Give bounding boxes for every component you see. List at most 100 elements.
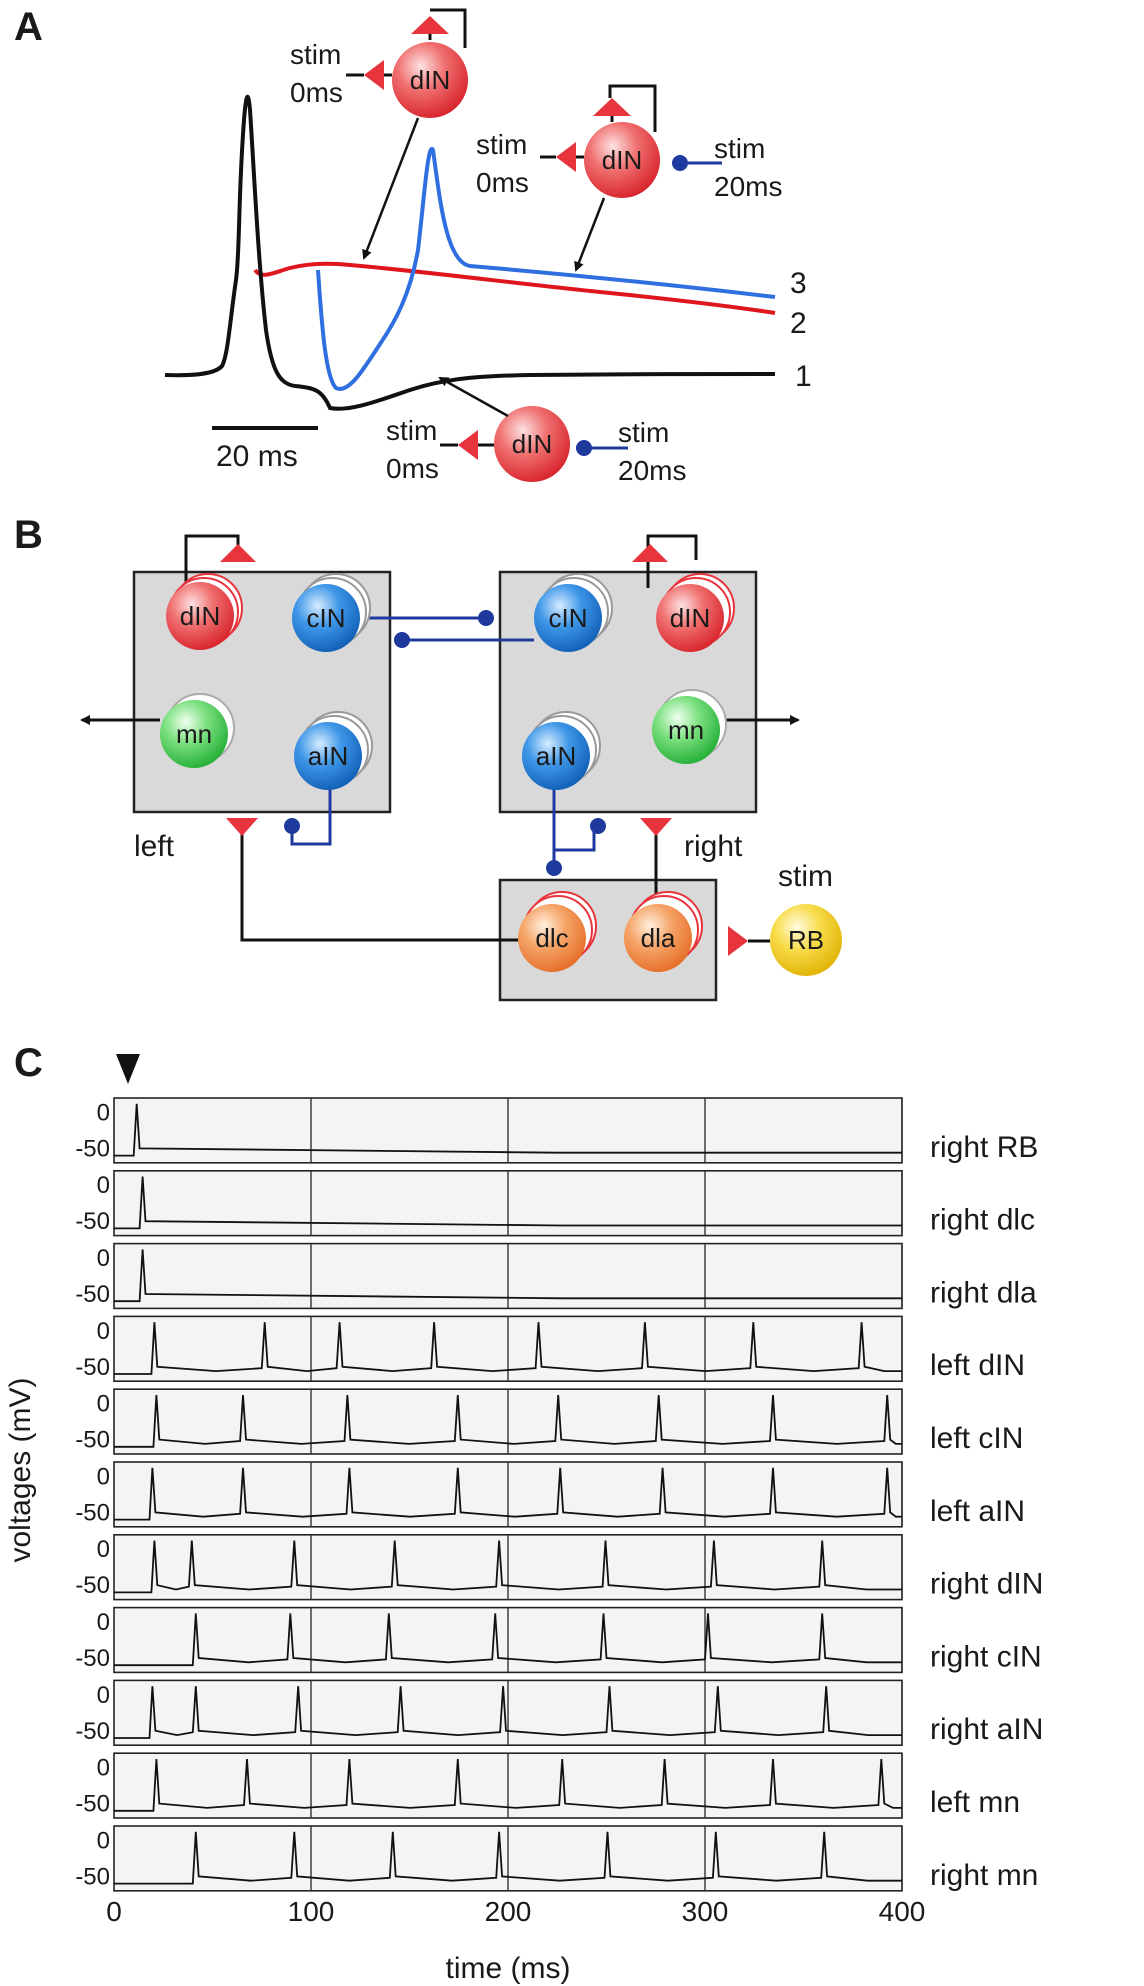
rb-soma	[770, 904, 842, 976]
left-cin-label: cIN	[307, 603, 346, 633]
arrow-to-trace-3	[574, 197, 606, 272]
trace-3-blue	[316, 146, 776, 391]
trace-row-label: right RB	[930, 1131, 1038, 1164]
trace-row-label: left cIN	[930, 1422, 1023, 1455]
excitatory-synapse-icon	[226, 818, 258, 836]
y-tick-label: -50	[75, 1718, 110, 1745]
stimulus-marker-icon	[116, 1054, 140, 1084]
x-tick-label: 200	[485, 1896, 532, 1927]
cell-a-bottom-time-left: 0ms	[386, 453, 439, 484]
voltage-trace	[114, 1831, 902, 1885]
excitatory-synapse-icon	[220, 544, 256, 562]
y-axis-label: voltages (mV)	[4, 1377, 37, 1562]
y-tick-label: -50	[75, 1135, 110, 1162]
y-tick-label: 0	[97, 1755, 110, 1782]
trace-row: 0 -50 left cIN	[75, 1388, 1023, 1455]
trace-row-label: right aIN	[930, 1713, 1043, 1746]
voltage-trace	[114, 1322, 902, 1375]
y-tick-label: 0	[97, 1391, 110, 1418]
voltage-trace	[114, 1103, 902, 1157]
panel-b-label: B	[14, 513, 43, 557]
trace-label-3: 3	[790, 267, 807, 300]
trace-label-1: 1	[795, 360, 812, 393]
stim-synapse-icon	[556, 142, 576, 172]
trace-row: 0 -50 right dIN	[75, 1534, 1043, 1601]
cell-a-middle-stim-left: stim	[476, 129, 527, 160]
y-tick-label: 0	[97, 1318, 110, 1345]
voltage-trace	[114, 1758, 902, 1812]
y-tick-label: -50	[75, 1281, 110, 1308]
dlc-cell: dlc	[518, 891, 597, 972]
stim-synapse-icon	[458, 430, 478, 460]
y-tick-label: 0	[97, 1172, 110, 1199]
cell-a-middle: dIN stim 0ms stim 20ms	[476, 84, 782, 272]
trace-row: 0 -50 right aIN	[75, 1679, 1043, 1746]
cell-a-bottom-time-right: 20ms	[618, 455, 686, 486]
voltage-trace	[114, 1540, 902, 1594]
left-din-cell: dIN	[166, 573, 243, 650]
inhibitory-synapse-icon	[284, 818, 300, 834]
voltage-trace	[114, 1176, 902, 1230]
x-tick-labels: 0 100 200 300 400	[106, 1896, 925, 1927]
y-tick-label: -50	[75, 1208, 110, 1235]
y-tick-label: -50	[75, 1863, 110, 1890]
y-tick-label: 0	[97, 1536, 110, 1563]
left-mn-cell: mn	[160, 693, 235, 768]
x-tick-label: 100	[288, 1896, 335, 1927]
cell-a-bottom-stim-left: stim	[386, 415, 437, 446]
cell-a-middle-time-left: 0ms	[476, 167, 529, 198]
right-mn-cell: mn	[652, 689, 727, 764]
cell-a-top-stim: stim	[290, 39, 341, 70]
scale-bar-label: 20 ms	[216, 440, 298, 473]
excitatory-synapse-icon	[632, 544, 668, 562]
x-axis-label: time (ms)	[446, 1952, 571, 1985]
inhibitory-synapse-icon	[478, 610, 494, 626]
left-ain-label: aIN	[308, 741, 348, 771]
voltage-trace	[114, 1394, 902, 1448]
cell-a-top: dIN stim 0ms	[290, 8, 468, 260]
right-ain-cell: aIN	[522, 711, 601, 790]
dla-label: dla	[641, 923, 676, 953]
trace-row: 0 -50 right dlc	[75, 1170, 1035, 1237]
x-tick-label: 0	[106, 1896, 122, 1927]
y-tick-label: -50	[75, 1427, 110, 1454]
y-tick-label: 0	[97, 1245, 110, 1272]
din-soma	[494, 406, 570, 482]
left-label: left	[134, 830, 175, 863]
cell-a-bottom-name: dIN	[512, 429, 552, 459]
right-din-label: dIN	[670, 603, 710, 633]
dlc-label: dlc	[535, 923, 568, 953]
trace-row: 0 -50 right cIN	[75, 1606, 1042, 1673]
y-tick-label: 0	[97, 1609, 110, 1636]
trace-label-2: 2	[790, 307, 807, 340]
trace-2-red	[253, 261, 776, 315]
right-cin-label: cIN	[549, 603, 588, 633]
trace-1-black	[164, 94, 776, 411]
trace-row-label: right dIN	[930, 1568, 1043, 1601]
right-cin-cell: cIN	[534, 573, 613, 652]
excitatory-synapse-icon	[411, 16, 449, 34]
stim-synapse-icon	[728, 926, 748, 956]
trace-row-label: left mn	[930, 1786, 1020, 1819]
y-tick-label: 0	[97, 1827, 110, 1854]
trace-row-label: right cIN	[930, 1640, 1042, 1673]
y-tick-label: 0	[97, 1463, 110, 1490]
excitatory-synapse-icon	[593, 98, 631, 116]
right-din-cell: dIN	[656, 573, 735, 652]
stim-label: stim	[778, 860, 833, 893]
y-tick-label: -50	[75, 1645, 110, 1672]
x-tick-label: 400	[879, 1896, 926, 1927]
dla-cell: dla	[624, 891, 703, 972]
y-tick-label: -50	[75, 1572, 110, 1599]
excitatory-synapse-icon	[640, 818, 672, 836]
y-tick-label: 0	[97, 1099, 110, 1126]
trace-row: 0 -50 right RB	[75, 1097, 1038, 1164]
cell-a-bottom-stim-right: stim	[618, 417, 669, 448]
trace-row-label: right dlc	[930, 1204, 1035, 1237]
x-tick-label: 300	[682, 1896, 729, 1927]
trace-row-label: left aIN	[930, 1495, 1025, 1528]
y-tick-label: 0	[97, 1682, 110, 1709]
